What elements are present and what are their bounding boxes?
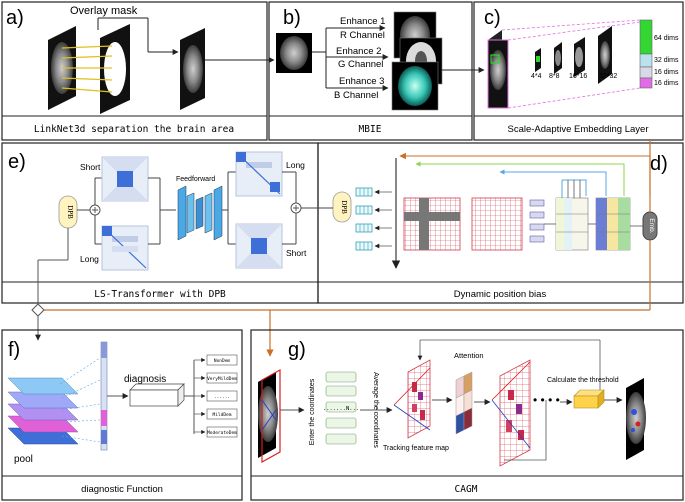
purple-tokens bbox=[529, 199, 545, 243]
panel-d-letter: d) bbox=[650, 153, 668, 175]
panel-f: f) pool diagnosis bbox=[1, 329, 243, 501]
short-attention-matrix bbox=[101, 156, 149, 202]
channel1-label: R Channel bbox=[340, 30, 385, 41]
class-dots: ...... bbox=[214, 395, 230, 400]
panel-f-letter: f) bbox=[8, 339, 20, 361]
feature-vector bbox=[100, 341, 108, 451]
panel-f-caption: diagnostic Function bbox=[81, 484, 163, 495]
long-attention-matrix bbox=[101, 225, 149, 271]
panel-a-letter: a) bbox=[6, 7, 24, 29]
scale-label-4: 4*4 bbox=[531, 73, 542, 80]
pool-label: pool bbox=[14, 454, 33, 465]
overlay-mask-label: Overlay mask bbox=[70, 5, 138, 17]
cagm-input-image bbox=[258, 368, 281, 464]
dpb-left: DPB bbox=[58, 195, 78, 229]
long-attention-matrix-right bbox=[235, 151, 283, 197]
class-verymilddem: VeryMildDem bbox=[207, 376, 237, 382]
scale-32 bbox=[598, 26, 612, 84]
class-milddem: MildDem bbox=[213, 412, 232, 418]
dpb-right: DPB bbox=[332, 191, 352, 223]
mri-input-b bbox=[276, 33, 312, 73]
scale-16 bbox=[574, 37, 585, 77]
long-right-label: Long bbox=[286, 160, 305, 170]
panel-b: b) Enhance 1 R Channel Enhance 2 G Chann… bbox=[268, 1, 473, 141]
enhance2-label: Enhance 2 bbox=[336, 46, 381, 57]
threshold-label: Calculate the threshold bbox=[547, 377, 619, 384]
emb-node: Emb. bbox=[642, 211, 658, 241]
enhance1-label: Enhance 1 bbox=[340, 16, 385, 27]
mlp-layer-2 bbox=[595, 197, 631, 251]
short-attention-matrix-right bbox=[235, 223, 283, 269]
feedforward-block bbox=[177, 185, 223, 241]
embedding-input-volume bbox=[487, 30, 509, 109]
panel-c-caption: Scale-Adaptive Embedding Layer bbox=[507, 124, 648, 135]
tracking-label: Tracking feature map bbox=[383, 445, 449, 452]
ellipsis: • • • • bbox=[533, 393, 560, 407]
panel-b-caption: MBIE bbox=[359, 124, 382, 135]
scale-label-8: 8*8 bbox=[549, 73, 560, 80]
panel-e: e) DPB Short Long bbox=[1, 142, 319, 304]
mask-slab bbox=[100, 24, 130, 114]
enhance3-label: Enhance 3 bbox=[339, 76, 384, 87]
mlp-layer-1 bbox=[555, 197, 589, 251]
attention-label: Attention bbox=[454, 351, 484, 360]
panel-a-caption: LinkNet3d separation the brain area bbox=[34, 124, 234, 135]
dims-32: 32 dims bbox=[654, 57, 679, 64]
split-diamond bbox=[31, 303, 45, 317]
coordinate-stack bbox=[325, 371, 357, 445]
scale-8 bbox=[554, 42, 562, 74]
output-classes bbox=[206, 354, 238, 438]
feedforward-label: Feedforward bbox=[176, 176, 215, 183]
panel-d: d) DPB bbox=[301, 142, 684, 304]
attention-weights bbox=[455, 371, 473, 435]
panel-c-letter: c) bbox=[484, 7, 501, 29]
dims-64: 64 dims bbox=[654, 35, 679, 42]
panel-d-caption: Dynamic position bias bbox=[454, 289, 547, 300]
long-bottom-label: Long bbox=[80, 254, 99, 264]
dims-16a: 16 dims bbox=[654, 69, 679, 76]
channel2-label: G Channel bbox=[338, 59, 383, 70]
enhanced-b bbox=[391, 61, 439, 111]
dpb-left-label: DPB bbox=[66, 205, 74, 219]
dims-16b: 16 dims bbox=[654, 80, 679, 87]
panel-e-caption: LS-Transformer with DPB bbox=[94, 289, 226, 300]
weighted-feature-map bbox=[491, 359, 531, 467]
scale-4 bbox=[535, 48, 541, 72]
scale-label-16: 16*16 bbox=[569, 73, 587, 80]
panel-c: c) 4*4 8*8 bbox=[473, 1, 684, 141]
threshold-block bbox=[573, 389, 605, 409]
scale-label-32: 32*32 bbox=[599, 73, 617, 80]
pool-stack bbox=[7, 377, 79, 445]
panel-g-caption: CAGM bbox=[455, 484, 478, 495]
enter-coordinates-label: Enter the coordinates bbox=[309, 378, 316, 445]
panel-g-letter: g) bbox=[288, 339, 306, 361]
dims-bar bbox=[639, 19, 653, 89]
emb-label: Emb. bbox=[648, 218, 655, 233]
class-moderatedem: ModerateDem bbox=[207, 430, 237, 436]
panel-e-letter: e) bbox=[8, 151, 26, 173]
tracking-feature-map bbox=[393, 359, 431, 439]
diagnosis-box bbox=[129, 383, 185, 407]
position-tokens bbox=[355, 187, 373, 251]
dpb-right-label: DPB bbox=[340, 200, 348, 214]
class-nondem: NonDem bbox=[214, 358, 231, 364]
coordinate-dots: .......N... bbox=[323, 406, 359, 412]
mri-slab-separated bbox=[180, 28, 205, 110]
panel-a: a) Overlay mask LinkNet3d bbox=[1, 1, 268, 141]
short-right-label: Short bbox=[286, 248, 307, 258]
short-top-label: Short bbox=[80, 162, 101, 172]
panel-b-letter: b) bbox=[283, 7, 301, 29]
diagnosis-label: diagnosis bbox=[124, 374, 166, 385]
relative-position-grid bbox=[403, 197, 461, 251]
channel3-label: B Channel bbox=[334, 90, 378, 101]
bias-grid bbox=[471, 197, 523, 251]
cagm-output-image bbox=[626, 378, 646, 460]
panel-g: g) Enter the coordinates .......N... Ave… bbox=[250, 329, 684, 501]
